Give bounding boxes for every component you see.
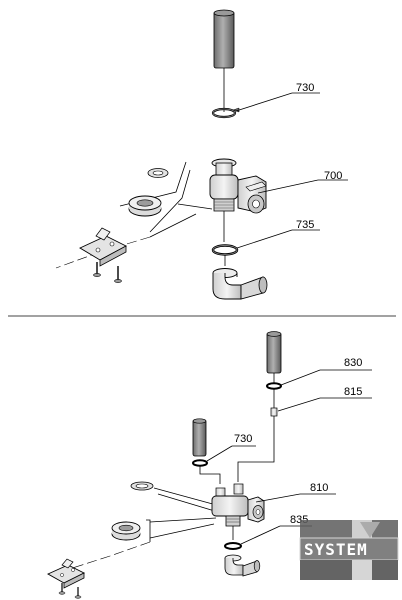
callout-730-bottom: 730: [234, 433, 252, 445]
leader-810: [255, 493, 301, 503]
callout-730: 730: [296, 82, 314, 94]
leader-700: [257, 179, 319, 194]
clamp-ring-830: [266, 382, 282, 390]
mounting-bracket: [47, 558, 86, 589]
gasket-735: [211, 244, 239, 256]
tube-part: [213, 9, 235, 69]
large-bushing: [111, 521, 141, 541]
leader-835: [240, 525, 281, 545]
callout-830: 830: [344, 357, 362, 369]
small-washer: [147, 168, 169, 178]
callout-810: 810: [310, 482, 328, 494]
system-watermark-logo: SYSTEM: [299, 520, 399, 580]
screw: [114, 266, 122, 283]
clamp-ring-730: [192, 459, 208, 467]
tube-part: [192, 418, 207, 457]
callout-735: 735: [296, 219, 314, 231]
solenoid-valve-700: [209, 158, 267, 214]
double-solenoid-valve-810: [211, 483, 265, 527]
gasket-835: [224, 542, 242, 550]
tube-part: [266, 331, 282, 374]
leader-735: [236, 229, 293, 249]
mounting-bracket: [79, 227, 127, 267]
watermark-text: SYSTEM: [304, 540, 368, 559]
connector-815: [270, 407, 278, 417]
leader-730: [235, 92, 293, 112]
screw: [58, 583, 66, 595]
clamp-ring-730: [211, 107, 240, 119]
callout-815: 815: [344, 386, 362, 398]
large-bushing: [128, 195, 162, 217]
leader-830: [280, 369, 321, 386]
screw: [74, 587, 82, 599]
elbow-fitting: [212, 268, 268, 300]
callout-700: 700: [324, 170, 342, 182]
small-washer: [130, 481, 154, 491]
top-view: 730: [55, 9, 348, 300]
leader-730-bottom: [206, 445, 233, 462]
elbow-fitting: [224, 554, 261, 577]
screw: [93, 262, 101, 277]
leader-815: [277, 397, 321, 412]
